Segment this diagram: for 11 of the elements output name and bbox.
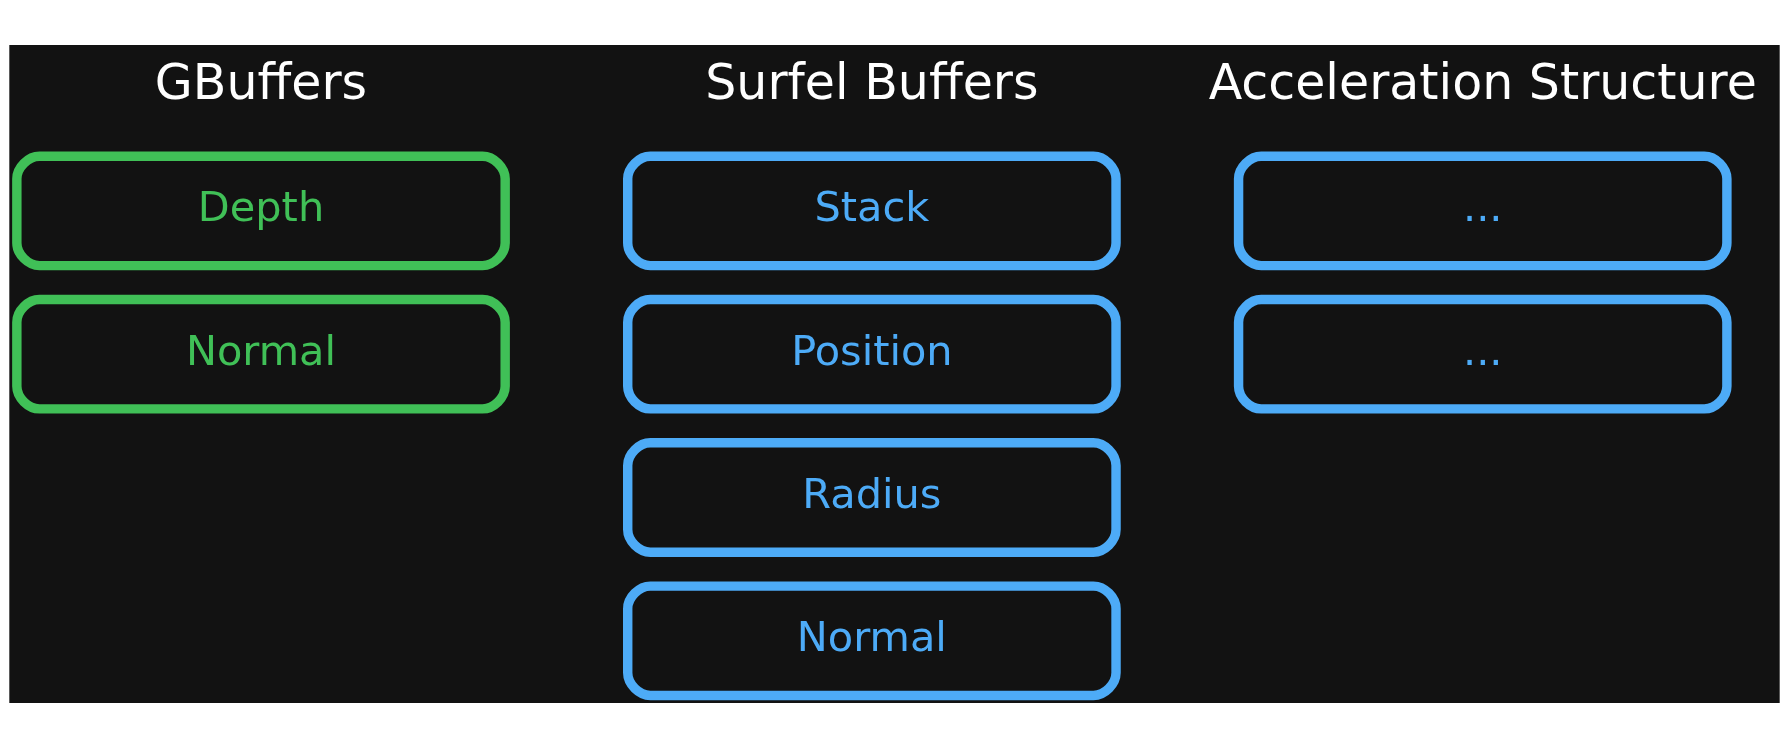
label: Acceleration Structure [1208,52,1757,111]
node-box: ... [1233,294,1732,414]
node-box: Radius [623,437,1121,557]
node-box: Depth [12,151,510,270]
node-box: Normal [623,580,1121,700]
label: Surfel Buffers [705,52,1039,111]
node-box: Stack [623,151,1121,270]
node-box: Normal [12,294,510,414]
node-box: ... [1233,151,1732,270]
label: GBuffers [154,52,368,111]
node-box: Position [623,294,1121,414]
